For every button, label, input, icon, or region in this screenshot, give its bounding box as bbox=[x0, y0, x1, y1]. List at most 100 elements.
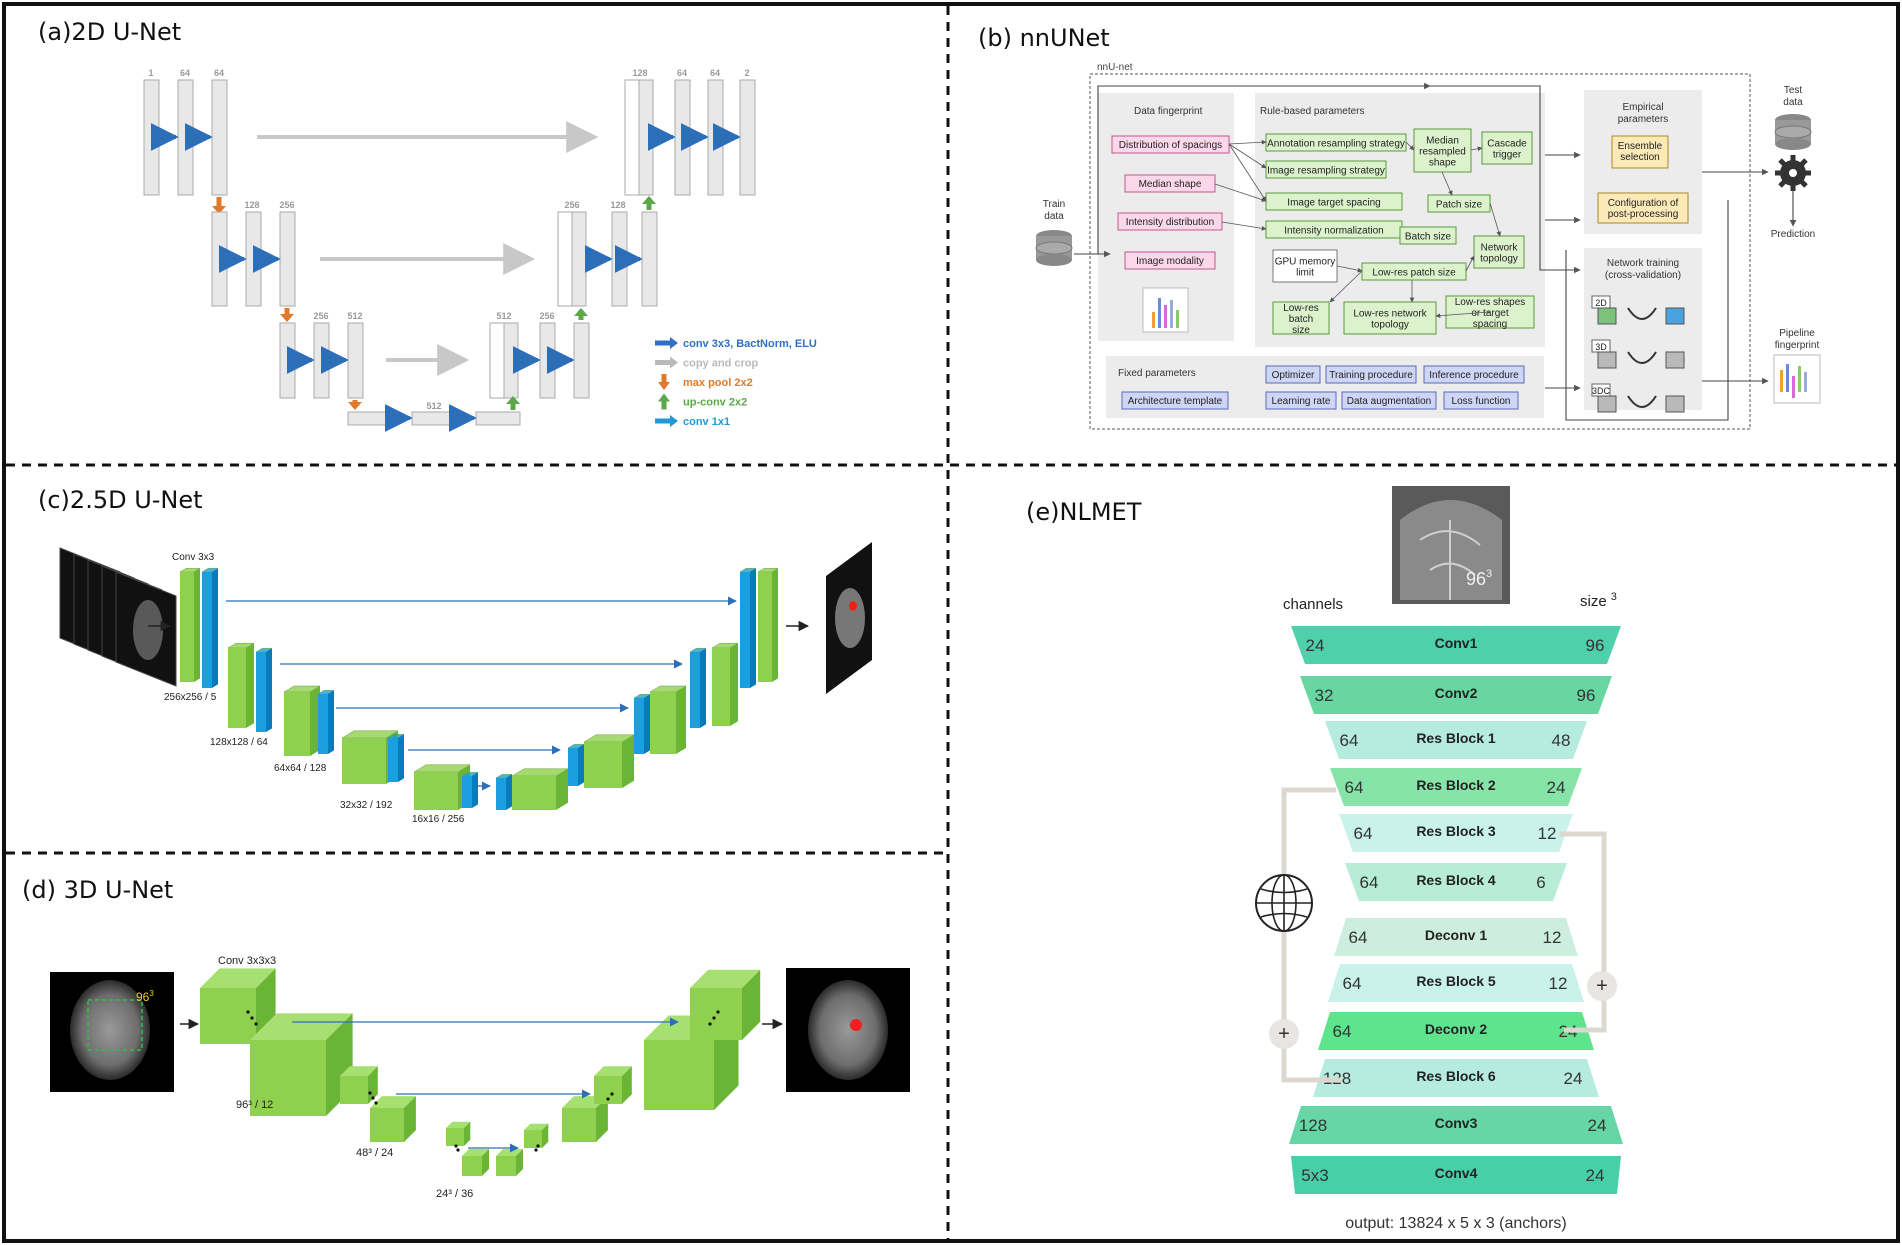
conv-block bbox=[740, 572, 750, 688]
legend-arrowhead-icon bbox=[658, 393, 670, 402]
conv-block bbox=[414, 772, 458, 810]
conv-cube-top bbox=[200, 968, 276, 988]
conv-block bbox=[584, 742, 622, 788]
input-brain-texture bbox=[1419, 520, 1481, 600]
ellipsis-dot bbox=[610, 1092, 614, 1096]
channel-label: 64 bbox=[214, 68, 224, 78]
pipeline-fingerprint-label-1: Pipeline bbox=[1779, 328, 1815, 339]
nlmet-layer bbox=[1345, 863, 1567, 901]
rule-item-label: Image target spacing bbox=[1287, 198, 1380, 209]
channel-label: 64 bbox=[710, 68, 720, 78]
conv-cube bbox=[562, 1108, 596, 1142]
training-unet-curve-icon bbox=[1627, 307, 1657, 320]
panel-nnunet: nnU-net Data fingerprint Distribution of… bbox=[1035, 62, 1821, 430]
feature-map bbox=[279, 322, 296, 399]
channel-label: 256 bbox=[313, 311, 328, 321]
conv-block bbox=[712, 648, 730, 726]
fingerprint-item-label: Median shape bbox=[1139, 179, 1202, 190]
layer-channels: 64 bbox=[1340, 731, 1359, 750]
layer-size: 12 bbox=[1538, 824, 1557, 843]
training-volume-icon bbox=[1597, 307, 1617, 325]
legend-label: conv 3x3, BactNorm, ELU bbox=[683, 338, 817, 350]
layer-channels: 128 bbox=[1299, 1116, 1327, 1135]
output-slice-brain bbox=[835, 588, 865, 648]
conv-cube-side bbox=[516, 1149, 523, 1176]
layer-name: Res Block 1 bbox=[1416, 730, 1496, 746]
ellipsis-dot bbox=[716, 1010, 720, 1014]
feature-map bbox=[143, 79, 160, 196]
pipeline-fingerprint-label-2: fingerprint bbox=[1775, 340, 1820, 351]
conv-cube bbox=[340, 1076, 368, 1104]
rule-item-label: GPU memory bbox=[1275, 257, 1336, 268]
conv-block-side bbox=[622, 734, 634, 788]
test-data-icon bbox=[1774, 114, 1812, 150]
rule-connector bbox=[1441, 171, 1453, 196]
layer-channels: 5x3 bbox=[1301, 1166, 1328, 1185]
feature-map bbox=[641, 211, 658, 307]
fixed-item-label: Training procedure bbox=[1329, 370, 1413, 381]
channel-label: 1 bbox=[148, 68, 153, 78]
legend-arrowhead-icon bbox=[670, 356, 678, 369]
ellipsis-dot bbox=[371, 1096, 375, 1100]
conv-block-side bbox=[730, 643, 738, 726]
layer-size: 12 bbox=[1549, 974, 1568, 993]
rule-connector bbox=[1435, 311, 1491, 319]
rule-item-label: trigger bbox=[1493, 150, 1522, 161]
fixed-item bbox=[1325, 365, 1417, 384]
tumor-marker bbox=[850, 1019, 862, 1031]
feature-map bbox=[573, 322, 590, 399]
add-icon bbox=[1269, 1019, 1299, 1049]
layer-channels: 64 bbox=[1354, 824, 1373, 843]
conv-cube-side bbox=[596, 1096, 608, 1142]
conv-block bbox=[202, 572, 212, 688]
layer-name: Conv1 bbox=[1435, 635, 1478, 651]
conv-cube bbox=[462, 1156, 482, 1176]
conv-block-side bbox=[328, 690, 334, 754]
channel-label: 256 bbox=[539, 311, 554, 321]
fixed-item bbox=[1121, 391, 1229, 410]
nnunet-outer-box bbox=[1089, 73, 1751, 430]
channel-label: 512 bbox=[496, 311, 511, 321]
ellipsis-dot bbox=[606, 1097, 610, 1101]
training-config-label: 3DC bbox=[1592, 386, 1611, 396]
nlmet-layer bbox=[1334, 918, 1578, 956]
conv-cube-side bbox=[622, 1066, 632, 1104]
conv-cube bbox=[524, 1130, 542, 1148]
rule-item bbox=[1481, 131, 1533, 165]
conv-block-side bbox=[750, 568, 756, 688]
gear-icon bbox=[1775, 155, 1811, 191]
rule-item bbox=[1343, 301, 1437, 335]
tumor-marker bbox=[849, 601, 857, 611]
feature-map bbox=[211, 79, 228, 196]
fixed-item-label: Architecture template bbox=[1128, 396, 1223, 407]
feature-map bbox=[489, 322, 505, 399]
conv-block-side bbox=[578, 744, 584, 786]
conv-block-side bbox=[310, 686, 320, 756]
crop-box bbox=[87, 999, 143, 1051]
empirical-item-label: Ensemble bbox=[1618, 141, 1663, 152]
rule-item-label: batch bbox=[1289, 314, 1313, 325]
ellipsis-dot bbox=[368, 1091, 372, 1095]
layer-name: Res Block 3 bbox=[1416, 823, 1496, 839]
layer-channels: 64 bbox=[1360, 873, 1379, 892]
conv-cube-top bbox=[690, 969, 761, 988]
layer-name: Deconv 2 bbox=[1425, 1021, 1487, 1037]
rule-item-label: Batch size bbox=[1405, 232, 1452, 243]
add-icon-glyph: + bbox=[1596, 975, 1608, 997]
ellipsis-dot bbox=[534, 1148, 538, 1152]
rule-connector bbox=[1228, 143, 1267, 202]
channel-label: 512 bbox=[426, 401, 441, 411]
train-data-label-2: data bbox=[1044, 211, 1064, 222]
layer-size: 24 bbox=[1588, 1116, 1607, 1135]
test-data-label-1: Test bbox=[1784, 85, 1803, 96]
conv-cube-top bbox=[340, 1066, 378, 1076]
rule-item-label: Intensity normalization bbox=[1284, 226, 1384, 237]
panel-c-title: (c)2.5D U-Net bbox=[38, 486, 203, 514]
nlmet-layer bbox=[1313, 1059, 1599, 1097]
feature-map bbox=[624, 79, 640, 196]
rule-connector bbox=[1336, 265, 1363, 273]
